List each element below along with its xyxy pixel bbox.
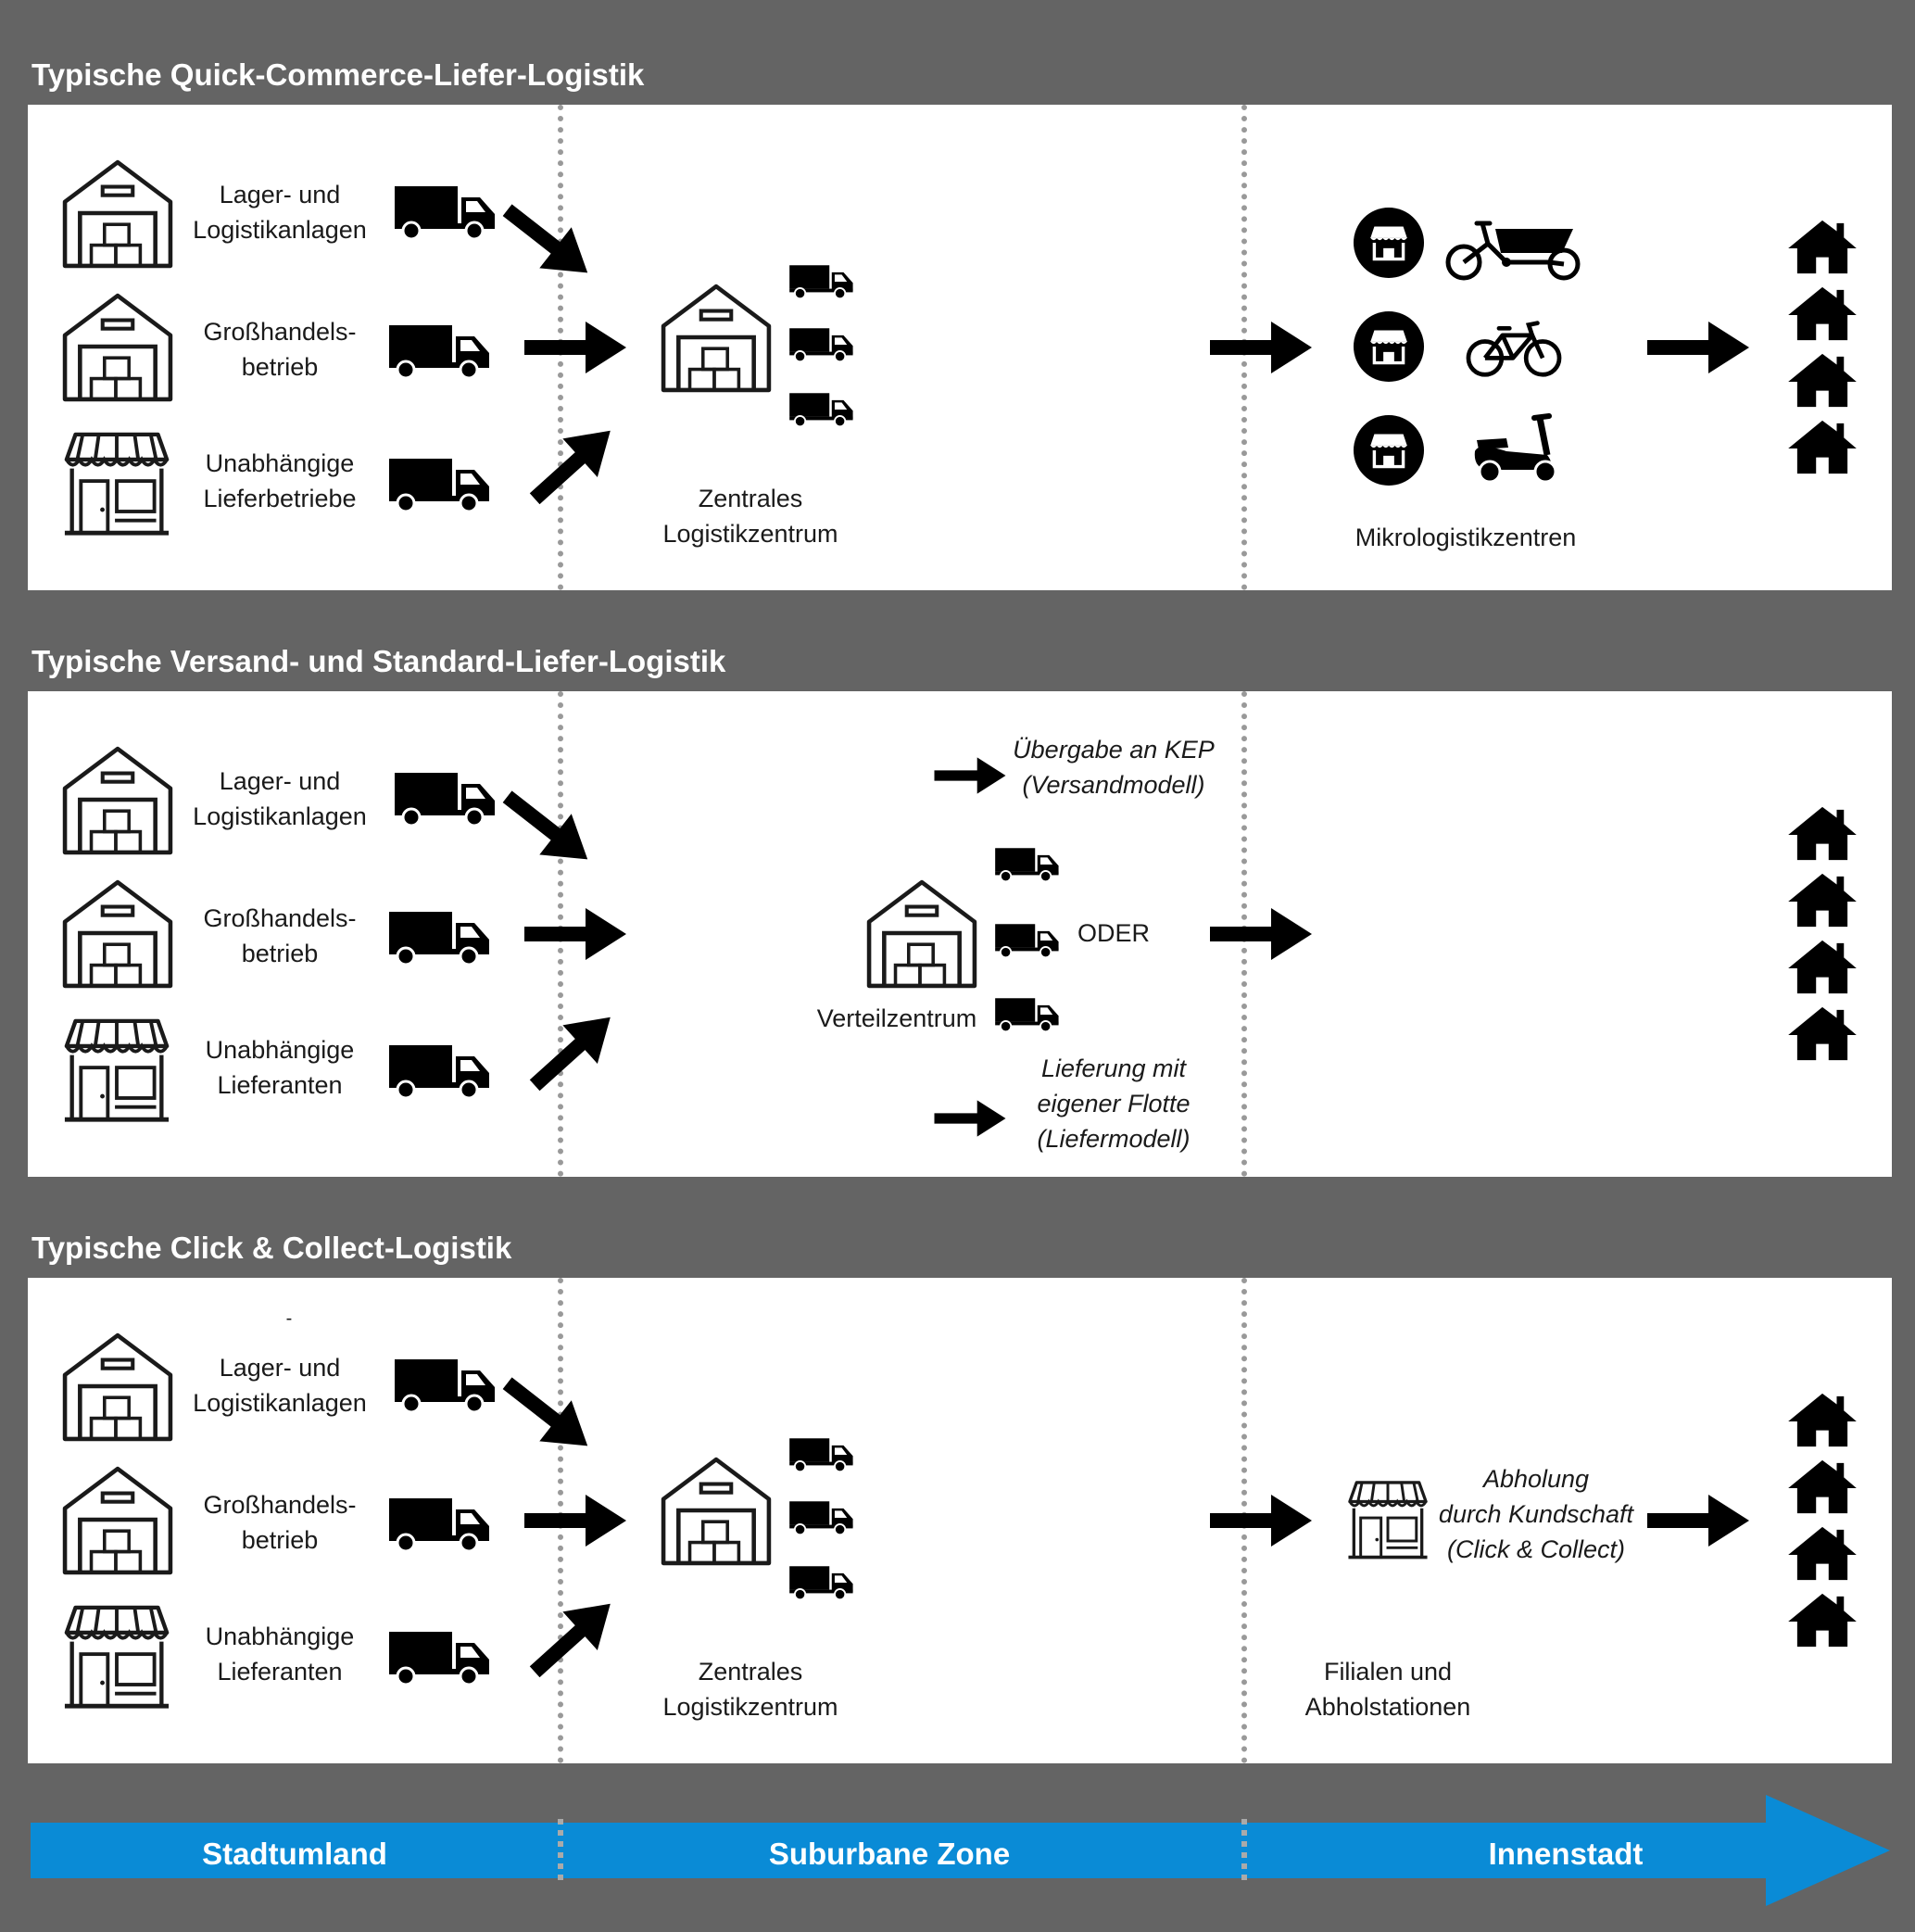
zone-label-suburban: Suburbane Zone xyxy=(768,1837,1011,1871)
kep-option-label: Übergabe an KEP(Versandmodell) xyxy=(1013,736,1215,799)
stray-mark: - xyxy=(285,1308,293,1329)
oder-label: ODER xyxy=(1077,919,1151,947)
zone-label-innenstadt: Innenstadt xyxy=(1488,1837,1644,1871)
section-title: Typische Quick-Commerce-Liefer-Logistik xyxy=(31,57,645,92)
micro-hub-label: Mikrologistikzentren xyxy=(1354,524,1577,551)
source-label: Großhandels-betrieb xyxy=(203,318,357,381)
source-label: Großhandels-betrieb xyxy=(203,1491,357,1554)
section-title: Typische Click & Collect-Logistik xyxy=(31,1231,512,1265)
center-label: Verteilzentrum xyxy=(816,1004,977,1032)
zone-label-stadtumland: Stadtumland xyxy=(202,1837,387,1871)
section-title: Typische Versand- und Standard-Liefer-Lo… xyxy=(31,644,726,678)
source-label: Großhandels-betrieb xyxy=(203,904,357,967)
